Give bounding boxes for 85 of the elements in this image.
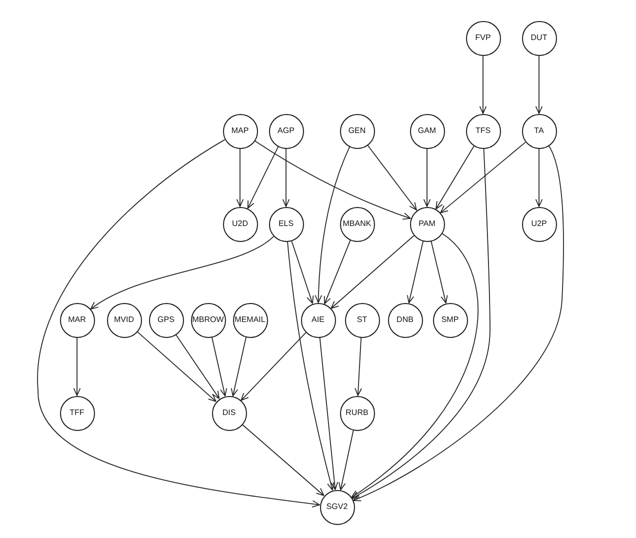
arrow xyxy=(535,148,543,207)
arrow xyxy=(242,424,324,496)
arrow xyxy=(240,332,306,401)
node-circle xyxy=(222,206,258,242)
node-circle xyxy=(344,302,380,338)
node-circle xyxy=(340,114,374,148)
node-label: TFF xyxy=(70,408,84,418)
arrow xyxy=(90,236,274,310)
node-label: U2D xyxy=(232,220,248,228)
node-circle xyxy=(522,206,556,242)
node-label: DUT xyxy=(530,34,548,42)
arrow xyxy=(479,55,487,114)
node-label: MEMAIL xyxy=(234,316,266,324)
arrow xyxy=(367,144,417,210)
node-label: MBROW xyxy=(192,316,224,324)
arrow xyxy=(330,235,414,309)
arrow xyxy=(354,337,362,396)
node-label: AIE xyxy=(312,316,324,324)
node-circle xyxy=(300,302,336,338)
arrow xyxy=(352,145,564,501)
arrow xyxy=(287,240,334,491)
node-circle xyxy=(522,20,556,56)
node-circle xyxy=(388,302,422,338)
node-label: GPS xyxy=(158,316,174,324)
node-circle xyxy=(410,206,444,242)
node-circle xyxy=(60,396,94,430)
arrow xyxy=(535,55,543,114)
arrow xyxy=(352,148,490,499)
node-circle xyxy=(466,20,500,56)
node-label: ST xyxy=(356,316,368,324)
node-circle xyxy=(60,302,94,338)
arrow xyxy=(423,148,431,207)
arrow xyxy=(440,142,526,214)
node-circle xyxy=(148,302,184,338)
node-circle xyxy=(410,114,444,148)
node-circle xyxy=(268,206,304,242)
arrow xyxy=(314,146,350,303)
node-label: RURB xyxy=(346,408,368,418)
node-label: DNB xyxy=(396,316,414,324)
node-label: PAM xyxy=(418,220,436,228)
node-circle xyxy=(212,396,246,430)
arrow xyxy=(236,148,244,207)
arrow xyxy=(38,139,320,508)
node-label: FVP xyxy=(475,34,491,42)
node-circle xyxy=(432,302,468,338)
arrow xyxy=(351,232,478,498)
node-label: ELS xyxy=(278,220,294,228)
node-label: GAM xyxy=(418,126,436,136)
node-circle xyxy=(232,302,268,338)
node-circle xyxy=(320,490,354,524)
node-circle xyxy=(268,114,304,148)
node-label: SMP xyxy=(441,316,459,324)
node-label: MBANK xyxy=(342,220,372,228)
arrow xyxy=(254,140,411,220)
node-label: GEN xyxy=(348,126,366,136)
node-label: TFS xyxy=(475,126,491,136)
arrow xyxy=(230,336,247,396)
node-label: MAR xyxy=(68,316,86,324)
node-circle xyxy=(340,206,374,242)
node-label: TA xyxy=(534,126,544,136)
arrow xyxy=(430,240,448,304)
node-circle xyxy=(106,302,142,338)
arrow xyxy=(136,331,216,402)
node-circle xyxy=(522,114,556,148)
node-label: DIS xyxy=(222,408,236,418)
arrow xyxy=(175,334,220,399)
arrow xyxy=(291,240,314,304)
arrow xyxy=(338,430,354,490)
arrow xyxy=(282,148,290,207)
node-circle xyxy=(190,302,226,338)
node-label: MAP xyxy=(231,126,249,136)
arrow xyxy=(73,337,81,396)
arrow xyxy=(324,240,351,304)
arrow xyxy=(319,336,338,490)
arrow xyxy=(406,240,424,304)
node-label: U2P xyxy=(531,220,547,228)
node-label: SGV2 xyxy=(326,502,348,512)
node-label: MVID xyxy=(114,316,134,324)
node-circle xyxy=(222,114,258,148)
node-circle xyxy=(340,396,374,430)
arrow xyxy=(436,146,474,210)
node-circle xyxy=(466,114,500,148)
arrow xyxy=(247,146,279,209)
node-label: AGP xyxy=(278,126,294,136)
arrow xyxy=(211,336,228,396)
